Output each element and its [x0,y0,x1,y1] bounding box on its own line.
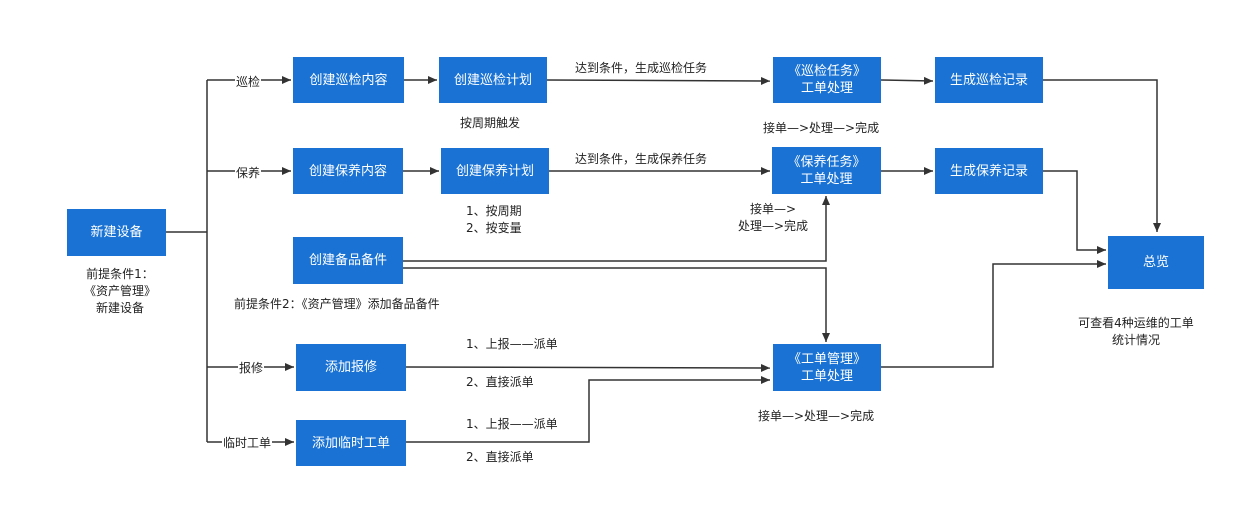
branch-label-repair: 报修 [238,360,265,377]
periodic-trigger-label: 按周期触发 [460,116,521,130]
connector-repair-work-order [405,363,771,372]
temp-option-2: 2、直接派单 [466,450,534,464]
repair-option-1: 1、上报——派单 [466,337,558,351]
new-device-label: 新建设备 [90,225,143,240]
add-repair-box[interactable]: 添加报修 [296,344,406,391]
inspection-task-subtitle: 工单处理 [800,81,853,96]
create-maintenance-content-box[interactable]: 创建保养内容 [293,148,403,194]
add-temp-work-label: 添加临时工单 [311,435,390,451]
branch-label-temp: 临时工单 [222,435,273,452]
create-spare-parts-box[interactable]: 创建备品备件 [293,237,403,284]
gen-maintenance-record-box[interactable]: 生成保养记录 [935,148,1043,194]
overview-note: 可查看4种运维的工单 统计情况 [1068,315,1204,349]
connector-spare-to-maint-task [403,196,830,262]
overview-note-line2: 统计情况 [1111,333,1160,347]
branch-label-inspection: 巡检 [235,74,262,91]
connector-insp-record-overview [1043,79,1161,232]
maintenance-task-box[interactable]: 《保养任务》 工单处理 [772,147,881,194]
create-inspection-plan-label: 创建巡检计划 [453,72,532,88]
maintenance-trigger-label: 达到条件，生成保养任务 [575,152,708,166]
create-spare-parts-label: 创建备品备件 [308,253,387,268]
add-temp-work-box[interactable]: 添加临时工单 [296,420,406,466]
precondition-2-note: 前提条件2：《资产管理》添加备品备件 [234,297,440,311]
maintenance-flow-line1: 接单—> [750,202,797,216]
maintenance-task-title: 《保养任务》 [787,154,866,170]
work-order-flow-label: 接单—>处理—>完成 [758,409,875,423]
precondition-1-line2: 《资产管理》 [83,284,156,298]
connector-spare-to-work-order [403,267,830,342]
connector-insp-plan-task [545,76,771,85]
create-inspection-content-box[interactable]: 创建巡检内容 [293,57,404,103]
gen-inspection-record-box[interactable]: 生成巡检记录 [935,57,1043,103]
connector-insp-task-record [880,76,934,85]
maintenance-options: 1、按周期 2、按变量 [466,203,522,237]
connector-temp-work-order [406,376,770,443]
repair-option-2: 2、直接派单 [466,375,534,389]
maintenance-task-subtitle: 工单处理 [800,171,853,187]
gen-inspection-record-label: 生成巡检记录 [949,72,1028,88]
connector-maint-record-overview [1043,170,1106,254]
create-maintenance-content-label: 创建保养内容 [308,163,387,179]
create-inspection-plan-box[interactable]: 创建巡检计划 [439,57,547,103]
add-repair-label: 添加报修 [324,360,377,375]
precondition-1-line1: 前提条件1： [86,267,154,281]
overview-label: 总览 [1142,255,1169,270]
inspection-trigger-label: 达到条件，生成巡检任务 [575,61,708,75]
maintenance-flow-label: 接单—> 处理—>完成 [738,201,808,235]
branch-label-maintenance: 保养 [235,165,262,182]
maintenance-option-1: 1、按周期 [466,204,522,218]
overview-note-line1: 可查看4种运维的工单 [1078,316,1194,330]
create-maintenance-plan-box[interactable]: 创建保养计划 [441,148,549,194]
temp-option-1: 1、上报——派单 [466,417,558,431]
maintenance-option-2: 2、按变量 [466,221,522,235]
work-order-mgmt-subtitle: 工单处理 [800,368,853,384]
precondition-1-line3: 新建设备 [95,301,144,315]
new-device-box[interactable]: 新建设备 [67,209,166,256]
gen-maintenance-record-label: 生成保养记录 [949,163,1028,179]
inspection-flow-label: 接单—>处理—>完成 [763,121,880,135]
maintenance-flow-line2: 处理—>完成 [738,219,809,233]
work-order-mgmt-box[interactable]: 《工单管理》 工单处理 [773,344,881,391]
connector-work-order-overview [881,260,1106,368]
inspection-task-box[interactable]: 《巡检任务》 工单处理 [773,57,881,103]
inspection-task-title: 《巡检任务》 [787,64,866,79]
create-inspection-content-label: 创建巡检内容 [309,72,388,88]
create-maintenance-plan-label: 创建保养计划 [455,163,534,179]
precondition-1-note: 前提条件1： 《资产管理》 新建设备 [72,266,168,317]
work-order-mgmt-title: 《工单管理》 [787,351,866,367]
overview-box[interactable]: 总览 [1108,236,1204,289]
